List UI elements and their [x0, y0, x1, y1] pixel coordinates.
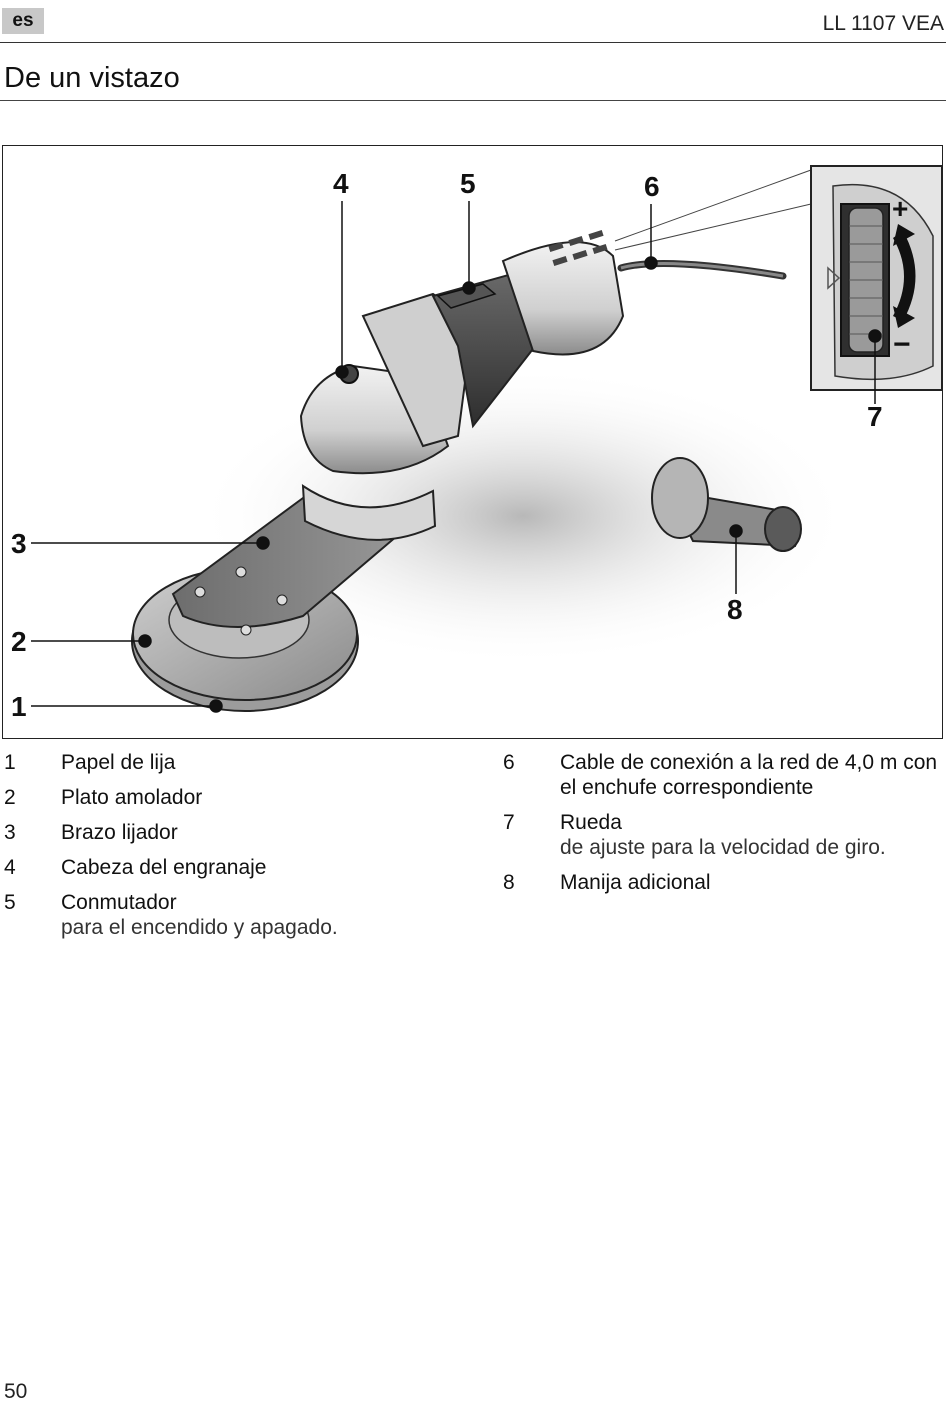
legend-term: Papel de lija: [61, 751, 176, 774]
callout-6: 6: [644, 171, 660, 202]
legend-term: Manija adicional: [560, 871, 711, 894]
motor-housing-rear: [501, 241, 625, 356]
legend-term: Brazo lijador: [61, 821, 178, 844]
header-rule: [0, 42, 946, 43]
wheel-plus-label: +: [892, 193, 908, 224]
page-number: 50: [4, 1380, 28, 1403]
callout-5: 5: [460, 168, 476, 199]
legend-term: Cable de conexión a la red de 4,0 m con …: [560, 751, 938, 799]
legend-item: 7 Rueda de ajuste para la velocidad de g…: [503, 810, 943, 860]
legend-term: Rueda: [560, 811, 622, 834]
callout-8: 8: [727, 594, 743, 625]
language-tag: es: [2, 8, 44, 34]
legend-term: Conmutador: [61, 891, 177, 914]
legend-item: 3 Brazo lijador: [4, 820, 464, 845]
tool-overview-figure: + − 1 2 3 4 5 6 7 8: [2, 145, 943, 739]
legend-term: Plato amolador: [61, 786, 203, 809]
legend-description: de ajuste para la velocidad de giro.: [560, 836, 886, 859]
legend-right-column: 6 Cable de conexión a la red de 4,0 m co…: [503, 750, 943, 905]
model-name: LL 1107 VEA: [822, 12, 944, 35]
legend-number: 7: [503, 811, 515, 834]
legend-term: Cabeza del engranaje: [61, 856, 267, 879]
callout-7: 7: [867, 401, 883, 432]
adjust-arrow: [893, 231, 916, 321]
wheel-minus-label: −: [893, 328, 911, 361]
legend-number: 6: [503, 751, 515, 774]
legend-number: 3: [4, 821, 16, 844]
callout-1: 1: [11, 691, 27, 722]
callout-3: 3: [11, 528, 27, 559]
legend-number: 4: [4, 856, 16, 879]
gear-head-base: [301, 484, 437, 541]
legend-number: 5: [4, 891, 16, 914]
sander-illustration: + −: [31, 165, 942, 713]
legend-item: 2 Plato amolador: [4, 785, 464, 810]
legend-item: 8 Manija adicional: [503, 870, 943, 895]
callout-2: 2: [11, 626, 27, 657]
legend-item: 5 Conmutador para el encendido y apagado…: [4, 890, 464, 940]
legend-item: 6 Cable de conexión a la red de 4,0 m co…: [503, 750, 943, 800]
callout-4: 4: [333, 168, 349, 199]
legend-number: 2: [4, 786, 16, 809]
legend-item: 4 Cabeza del engranaje: [4, 855, 464, 880]
legend-item: 1 Papel de lija: [4, 750, 464, 775]
legend-number: 8: [503, 871, 515, 894]
section-title: De un vistazo: [4, 62, 180, 94]
legend-left-column: 1 Papel de lija 2 Plato amolador 3 Brazo…: [4, 750, 464, 950]
legend-number: 1: [4, 751, 16, 774]
title-rule: [0, 100, 946, 101]
legend-description: para el encendido y apagado.: [61, 916, 338, 939]
